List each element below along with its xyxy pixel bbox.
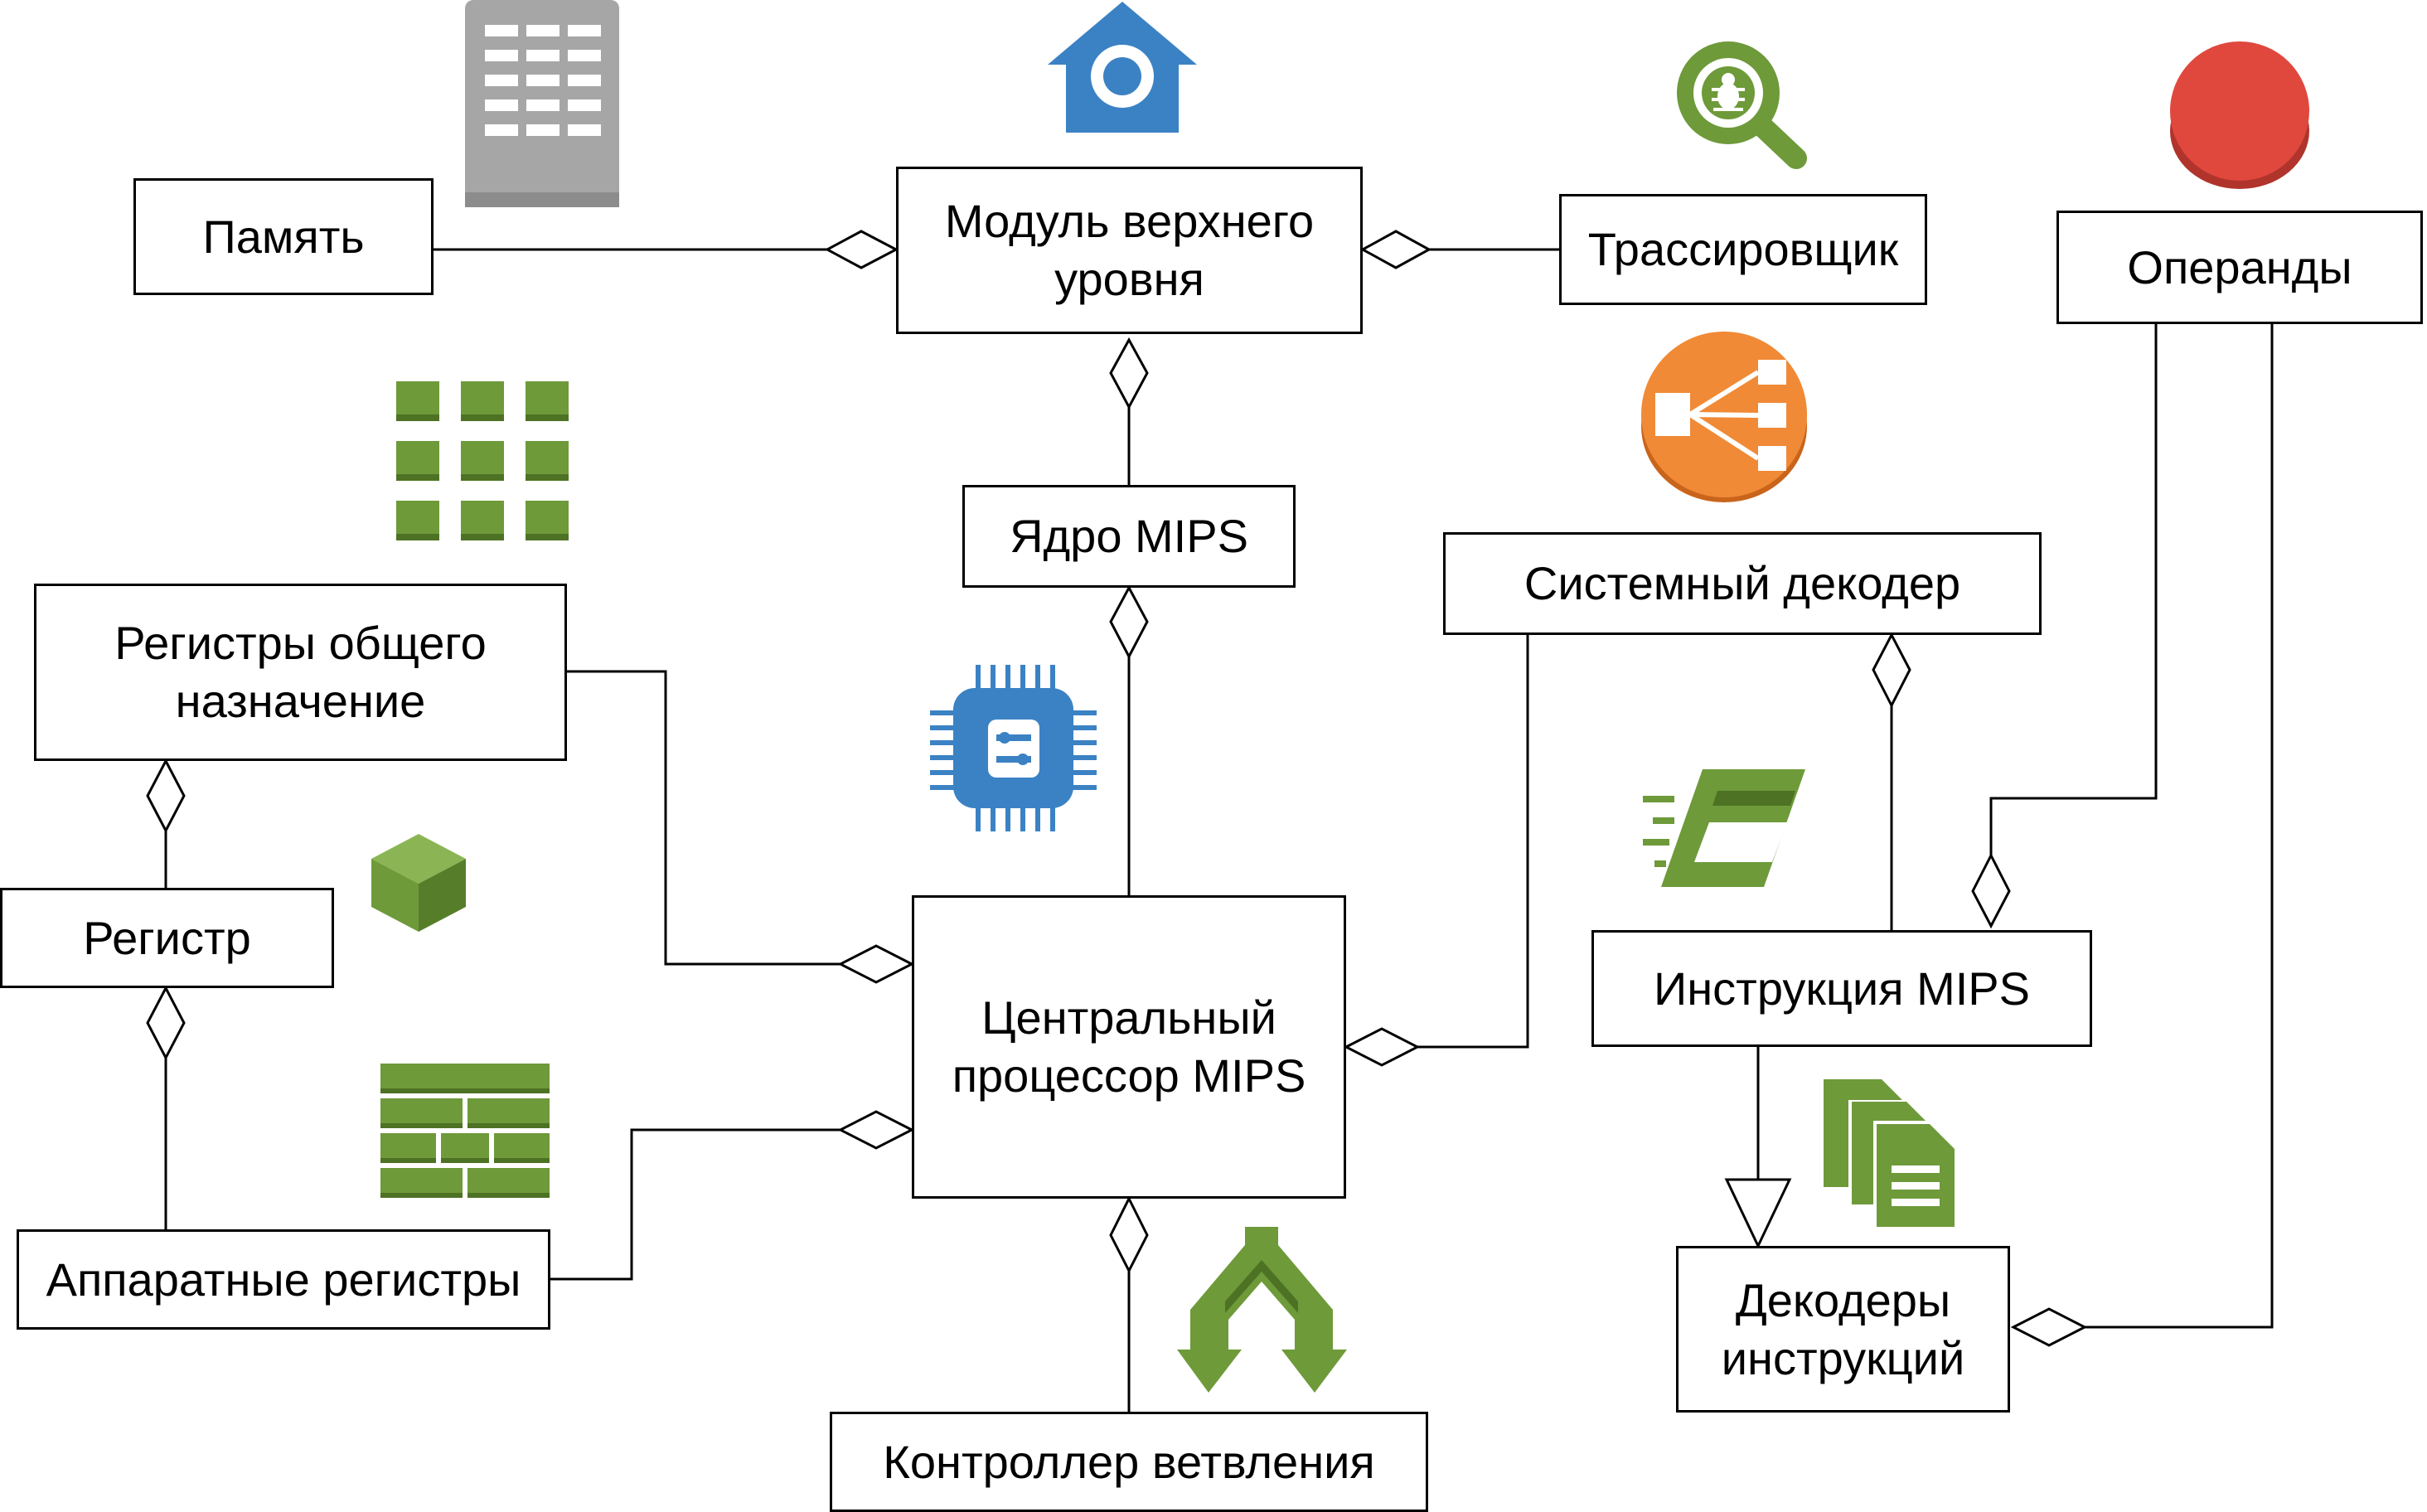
node-hw-registers-label: Аппаратные регистры	[46, 1253, 521, 1306]
brick-wall-icon	[380, 1064, 550, 1198]
node-hw-registers[interactable]: Аппаратные регистры	[17, 1229, 550, 1330]
bug-search-icon	[1677, 41, 1807, 169]
node-top-module[interactable]: Модуль верхнего уровня	[896, 167, 1363, 334]
processor-chip-icon	[930, 665, 1097, 831]
aggregation-diamond	[1109, 1195, 1149, 1274]
node-instruction-decoders-label: Декодеры инструкций	[1721, 1273, 1965, 1384]
aggregation-diamond	[146, 758, 186, 834]
connector-hw-cpu	[550, 1128, 840, 1281]
node-tracer[interactable]: Трассировщик	[1559, 194, 1927, 305]
node-operands-label: Операнды	[2127, 240, 2352, 293]
aggregation-diamond	[1343, 1027, 1421, 1067]
aggregation-diamond	[837, 1110, 915, 1150]
node-tracer-label: Трассировщик	[1587, 223, 1899, 275]
node-register-label: Регистр	[83, 911, 251, 964]
node-instruction-decoders[interactable]: Декодеры инструкций	[1676, 1246, 2010, 1413]
node-gp-registers[interactable]: Регистры общего назначение	[34, 584, 567, 761]
branch-arrows-icon	[1177, 1227, 1347, 1393]
node-operands[interactable]: Операнды	[2056, 211, 2423, 324]
connector-sysdec-cpu	[1417, 632, 1529, 1049]
node-mips-instruction-label: Инструкция MIPS	[1654, 962, 2030, 1015]
connector-gpr-cpu	[566, 670, 840, 966]
node-register[interactable]: Регистр	[0, 888, 334, 988]
node-branch-controller-label: Контроллер ветвления	[883, 1435, 1375, 1488]
node-cpu-label: Центральный процессор MIPS	[952, 991, 1306, 1102]
connector-operands-instr	[1989, 324, 2158, 855]
node-mips-instruction[interactable]: Инструкция MIPS	[1591, 930, 2092, 1047]
red-button-icon	[2170, 41, 2309, 189]
node-system-decoder-label: Системный декодер	[1524, 557, 1961, 609]
node-system-decoder[interactable]: Системный декодер	[1443, 532, 2042, 635]
aggregation-diamond	[1971, 852, 2011, 929]
node-memory[interactable]: Память	[133, 178, 434, 295]
aggregation-diamond	[1109, 337, 1149, 410]
node-cpu[interactable]: Центральный процессор MIPS	[912, 895, 1346, 1199]
node-gp-registers-label: Регистры общего назначение	[114, 617, 487, 727]
routing-icon	[1641, 332, 1807, 502]
aggregation-diamond	[2010, 1307, 2088, 1347]
node-branch-controller[interactable]: Контроллер ветвления	[830, 1412, 1428, 1512]
aggregation-diamond	[1359, 230, 1432, 269]
node-mips-core-label: Ядро MIPS	[1010, 510, 1248, 562]
grid-icon	[396, 381, 569, 540]
aggregation-diamond	[824, 230, 899, 269]
documents-icon	[1824, 1079, 1958, 1230]
node-mips-core[interactable]: Ядро MIPS	[962, 485, 1296, 588]
home-icon	[1048, 2, 1197, 133]
aggregation-diamond	[837, 944, 915, 984]
memory-chip-icon	[465, 0, 619, 207]
node-memory-label: Память	[202, 210, 365, 263]
cube-icon	[371, 834, 466, 932]
aggregation-diamond	[146, 985, 186, 1061]
connector-operands-decoders	[2085, 324, 2274, 1329]
aggregation-diamond	[1872, 632, 1911, 709]
inheritance-triangle	[1724, 1178, 1792, 1249]
fast-card-icon	[1643, 769, 1805, 887]
node-top-module-label: Модуль верхнего уровня	[944, 195, 1315, 305]
aggregation-diamond	[1109, 584, 1149, 660]
